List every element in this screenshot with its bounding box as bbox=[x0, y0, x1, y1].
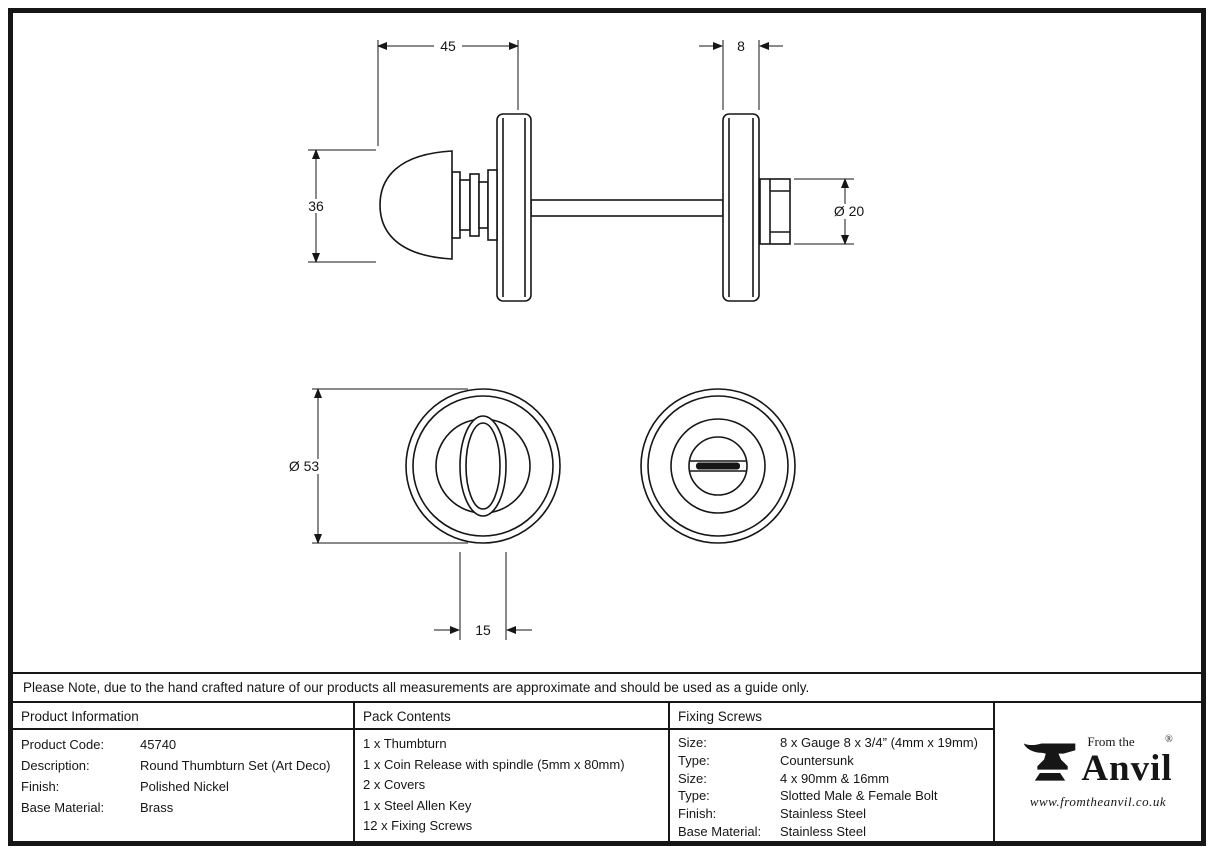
screw-base-material-value: Stainless Steel bbox=[780, 823, 866, 839]
dimension-labels: 45 8 36 Ø 20 Ø 53 15 bbox=[281, 38, 872, 638]
logo-from-the: From the® bbox=[1087, 733, 1173, 749]
sheet-frame: 45 8 36 Ø 20 Ø 53 15 Please Note, due to… bbox=[8, 8, 1206, 846]
pack-item: 12 x Fixing Screws bbox=[363, 818, 473, 833]
rose-plate-right bbox=[722, 113, 760, 302]
screw-size-value: 8 x Gauge 8 x 3/4” (4mm x 19mm) bbox=[780, 735, 978, 750]
fixing-screws-column: Fixing Screws Size: 8 x Gauge 8 x 3/4” (4… bbox=[670, 703, 995, 841]
coin-release-side bbox=[759, 178, 791, 245]
bolt-size-label: Size: bbox=[678, 770, 707, 786]
dimension-o20-label: Ø 20 bbox=[834, 203, 865, 219]
dimension-8-label: 8 bbox=[737, 38, 745, 54]
screw-base-material-label: Base Material: bbox=[678, 823, 762, 839]
bolt-type-row: Type: Slotted Male & Female Bolt bbox=[678, 787, 985, 805]
screw-type-row: Type: Countersunk bbox=[678, 752, 985, 770]
pack-item: 1 x Thumbturn bbox=[363, 736, 447, 751]
pack-contents-column: Pack Contents 1 x Thumbturn 1 x Coin Rel… bbox=[355, 703, 670, 841]
finish-label: Finish: bbox=[21, 779, 60, 794]
finish-value: Polished Nickel bbox=[140, 779, 229, 794]
bolt-size-value: 4 x 90mm & 16mm bbox=[780, 770, 890, 786]
screw-size-row: Size: 8 x Gauge 8 x 3/4” (4mm x 19mm) bbox=[678, 734, 985, 752]
base-material-row: Base Material: Brass bbox=[21, 797, 345, 818]
pack-item: 2 x Covers bbox=[363, 777, 426, 792]
logo-brand-name: Anvil bbox=[1081, 747, 1173, 789]
knob-collar bbox=[451, 169, 498, 241]
bolt-size-row: Size: 4 x 90mm & 16mm bbox=[678, 770, 985, 788]
pack-contents-header: Pack Contents bbox=[355, 703, 668, 730]
description-row: Description: Round Thumbturn Set (Art Dec… bbox=[21, 755, 345, 776]
screw-finish-value: Stainless Steel bbox=[780, 806, 866, 822]
from-the-anvil-logo: From the® Anvil www.fromtheanvil.co.uk bbox=[1023, 733, 1173, 810]
product-code-row: Product Code: 45740 bbox=[21, 734, 345, 755]
brand-column: From the® Anvil www.fromtheanvil.co.uk bbox=[995, 703, 1201, 841]
base-material-label: Base Material: bbox=[21, 800, 105, 815]
bolt-type-label: Type: bbox=[678, 788, 710, 804]
dimension-45-label: 45 bbox=[440, 38, 456, 54]
pack-item: 1 x Steel Allen Key bbox=[363, 797, 472, 813]
base-material-value: Brass bbox=[140, 800, 174, 815]
measurement-note-text: Please Note, due to the hand crafted nat… bbox=[23, 680, 810, 695]
screw-finish-label: Finish: bbox=[678, 806, 717, 822]
finish-row: Finish: Polished Nickel bbox=[21, 776, 345, 797]
screw-size-label: Size: bbox=[678, 735, 707, 750]
knob-dome bbox=[379, 150, 453, 260]
dimension-36-label: 36 bbox=[308, 198, 324, 214]
description-value: Round Thumbturn Set (Art Deco) bbox=[140, 758, 331, 773]
screw-type-label: Type: bbox=[678, 752, 710, 768]
dimension-15-label: 15 bbox=[475, 622, 491, 638]
pack-item: 1 x Coin Release with spindle (5mm x 80m… bbox=[363, 756, 625, 772]
dimension-lines bbox=[308, 40, 854, 640]
dimension-o53-label: Ø 53 bbox=[289, 458, 320, 474]
coin-slot bbox=[696, 462, 740, 470]
product-code-label: Product Code: bbox=[21, 737, 105, 752]
product-information-column: Product Information Product Code: 45740 D… bbox=[13, 703, 355, 841]
technical-drawing: 45 8 36 Ø 20 Ø 53 15 bbox=[281, 38, 872, 640]
description-label: Description: bbox=[21, 758, 90, 773]
screw-type-value: Countersunk bbox=[780, 752, 854, 768]
product-code-value: 45740 bbox=[140, 737, 177, 752]
anvil-icon bbox=[1024, 742, 1076, 781]
measurement-note-bar: Please Note, due to the hand crafted nat… bbox=[13, 672, 1201, 703]
screw-base-material-row: Base Material: Stainless Steel bbox=[678, 823, 985, 841]
registered-mark: ® bbox=[1165, 733, 1173, 745]
product-info-table: Product Information Product Code: 45740 D… bbox=[13, 703, 1201, 841]
fixing-screws-header: Fixing Screws bbox=[670, 703, 993, 730]
front-view-thumbturn bbox=[405, 388, 561, 544]
logo-website: www.fromtheanvil.co.uk bbox=[1029, 793, 1167, 809]
thumbturn-oval bbox=[459, 415, 507, 517]
screw-finish-row: Finish: Stainless Steel bbox=[678, 805, 985, 823]
front-view-coin-release bbox=[640, 388, 796, 544]
product-information-header: Product Information bbox=[13, 703, 353, 730]
rose-plate-left bbox=[496, 113, 532, 302]
side-view-thumbturn bbox=[379, 113, 791, 302]
technical-drawing-area: 45 8 36 Ø 20 Ø 53 15 bbox=[13, 13, 1201, 672]
spindle bbox=[530, 199, 724, 217]
bolt-type-value: Slotted Male & Female Bolt bbox=[780, 788, 938, 804]
